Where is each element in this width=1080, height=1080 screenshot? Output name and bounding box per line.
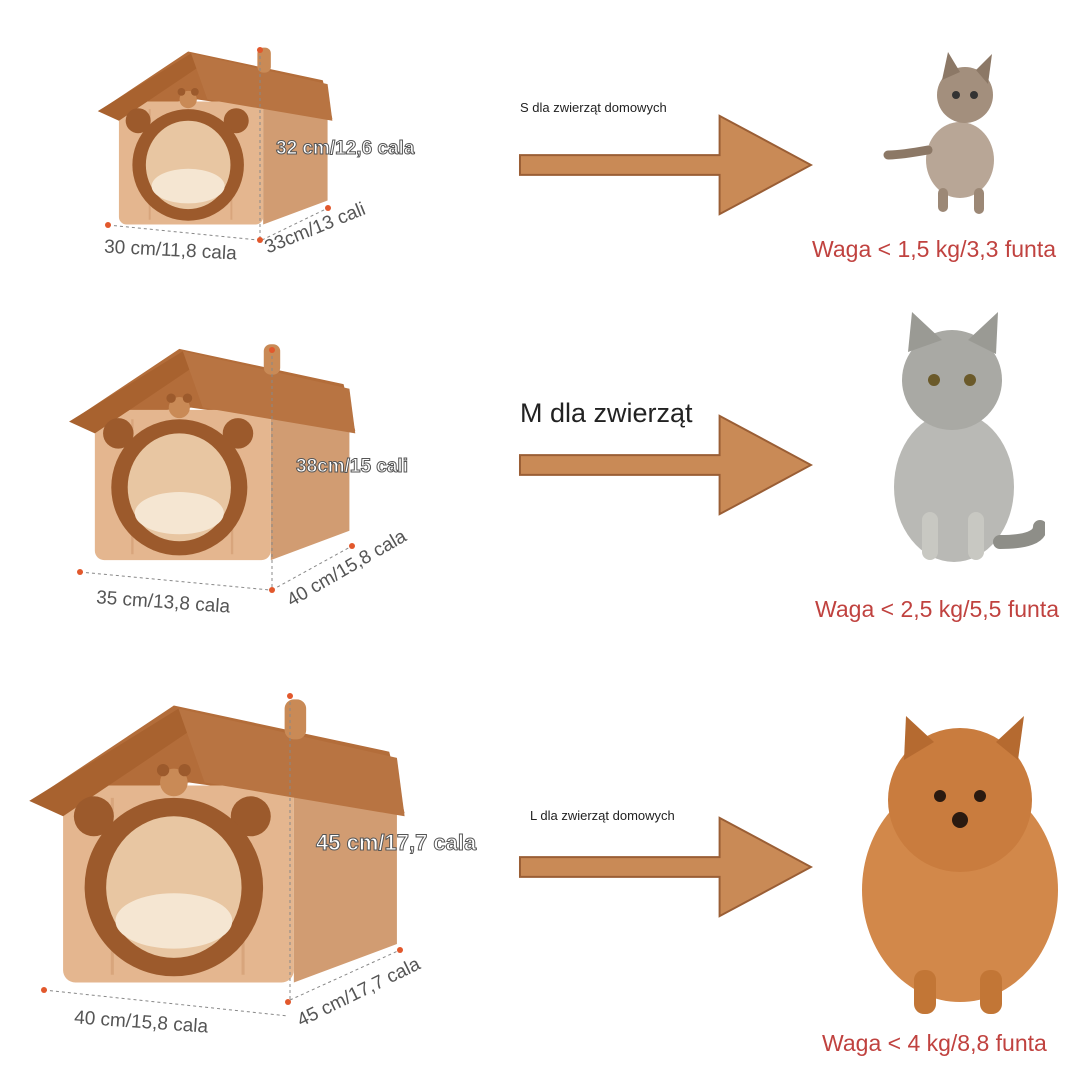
pomeranian-dog-icon — [862, 716, 1058, 1014]
cat-icon — [894, 312, 1045, 562]
weight-limit-label: Waga < 4 kg/8,8 funta — [822, 1030, 1047, 1056]
dimension-lines — [77, 347, 355, 593]
size-label: S dla zwierząt domowych — [520, 100, 667, 115]
height-dimension-label: 45 cm/17,7 cala — [315, 830, 477, 856]
size-row-m: 38cm/15 cali 35 cm/13,8 cala 40 cm/15,8 … — [0, 0, 1080, 622]
arrow-icon — [518, 410, 813, 520]
kitten-icon — [883, 52, 994, 214]
size-label: M dla zwierząt — [520, 398, 693, 428]
size-row-l: 45 cm/17,7 cala 40 cm/15,8 cala 45 cm/17… — [0, 0, 1080, 1056]
arrow-icon — [518, 812, 813, 922]
height-dimension-label: 38cm/15 cali — [296, 456, 409, 478]
size-row-s: 32 cm/12,6 cala 30 cm/11,8 cala 33cm/13 … — [0, 0, 1080, 360]
size-label: L dla zwierząt domowych — [530, 808, 675, 823]
height-dimension-label: 32 cm/12,6 cala — [275, 138, 415, 160]
weight-limit-label: Waga < 1,5 kg/3,3 funta — [812, 236, 1057, 262]
dimension-lines — [41, 693, 403, 1017]
weight-limit-label: Waga < 2,5 kg/5,5 funta — [815, 596, 1060, 622]
dimension-lines — [105, 47, 331, 243]
